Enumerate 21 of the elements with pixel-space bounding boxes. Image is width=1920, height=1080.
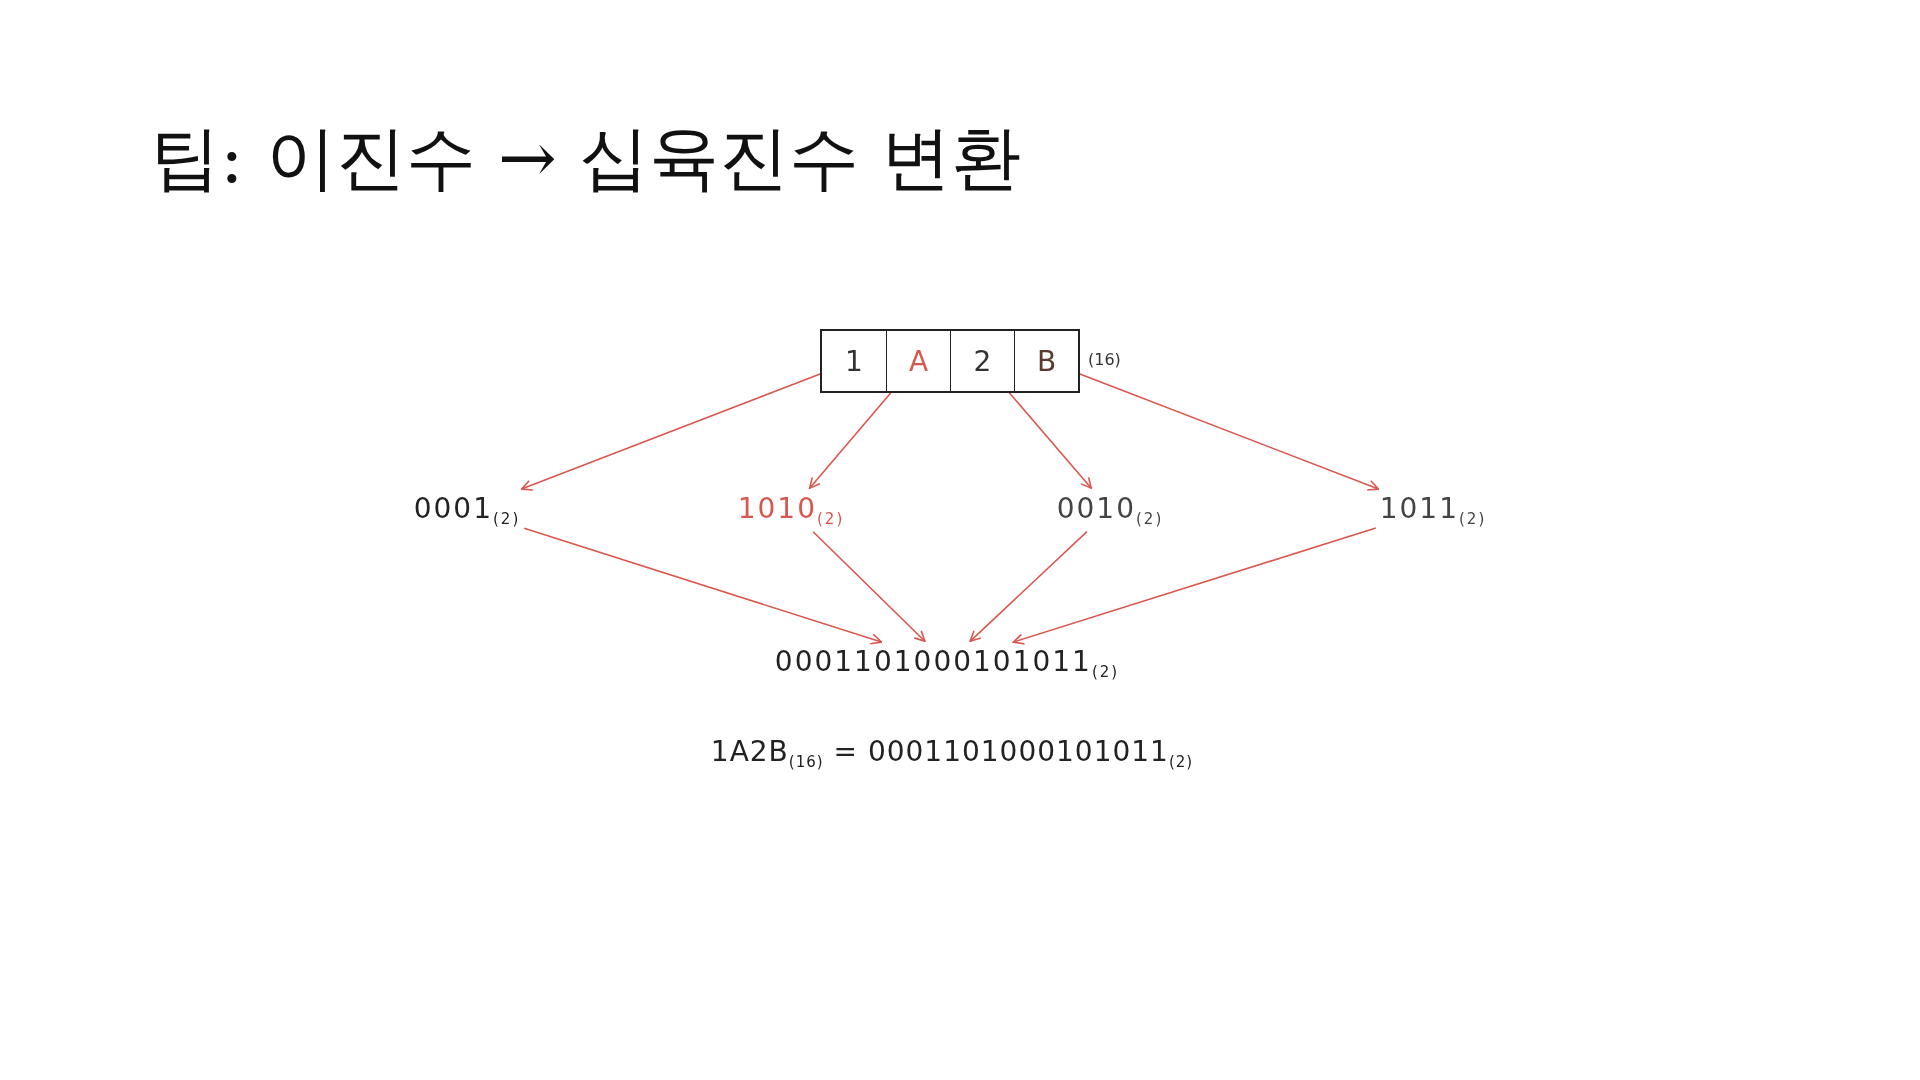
hex-digit-cell: A <box>886 331 950 391</box>
arrow <box>1008 391 1093 489</box>
base-subscript: (16) <box>1088 350 1121 369</box>
arrow <box>812 530 926 643</box>
arrow <box>808 391 892 489</box>
binary-number: 0001$_{(2)}$ <box>411 489 523 531</box>
title: 팁: 이진수 → 십육진수 변환 <box>150 116 1022 201</box>
hex-digit-box <box>820 329 1080 393</box>
arrow <box>1012 527 1377 645</box>
binary-number: 1011$_{(2)}$ <box>1377 489 1489 531</box>
arrow <box>969 530 1088 643</box>
arrow <box>520 373 821 491</box>
binary-number: 0001101000101011$_{(2)}$ <box>772 642 1122 684</box>
binary-number: 1010$_{(2)}$ <box>735 489 847 531</box>
arrow <box>1079 373 1380 491</box>
equation: 1A2B$_{(16)}$ = 0001101000101011$_{(2)}$ <box>710 734 1194 772</box>
arrow <box>523 527 883 645</box>
hex-digit-cell: 1 <box>822 331 886 391</box>
hex-digit-cell: 2 <box>950 331 1014 391</box>
hex-digit-cell: B <box>1014 331 1078 391</box>
binary-number: 0010$_{(2)}$ <box>1054 489 1166 531</box>
